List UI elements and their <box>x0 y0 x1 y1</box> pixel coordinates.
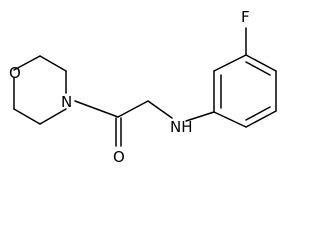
bond-n-c3 <box>39 108 67 125</box>
ring-bond-5 <box>245 110 277 128</box>
chemical-structure: O N O NH F <box>9 8 277 166</box>
atom-label-ring-oxygen: O <box>9 64 21 82</box>
bond-carbonyl-ch2 <box>117 100 149 118</box>
atom-label-fluorine: F <box>241 8 250 26</box>
amide-linker <box>74 100 215 147</box>
ring-bond-6 <box>213 111 247 128</box>
bond-c1-c2 <box>39 55 67 72</box>
ring-bond-3-inner <box>245 61 271 76</box>
fluorophenyl-ring <box>213 27 277 128</box>
bond-c3-c4 <box>13 108 41 125</box>
bond-ch2-nh <box>147 100 173 119</box>
atom-label-ring-nitrogen: N <box>61 93 72 111</box>
bond-nh-aryl <box>185 111 215 122</box>
ring-bond-5-inner <box>245 106 271 121</box>
bond-o-c1 <box>13 55 41 71</box>
ring-bond-3 <box>245 54 277 72</box>
bond-n-carbonyl-c <box>74 100 119 118</box>
morpholine-ring <box>13 55 67 125</box>
ring-bond-2 <box>213 54 247 72</box>
atom-label-amine: NH <box>170 118 193 136</box>
atom-label-carbonyl-oxygen: O <box>113 148 125 166</box>
